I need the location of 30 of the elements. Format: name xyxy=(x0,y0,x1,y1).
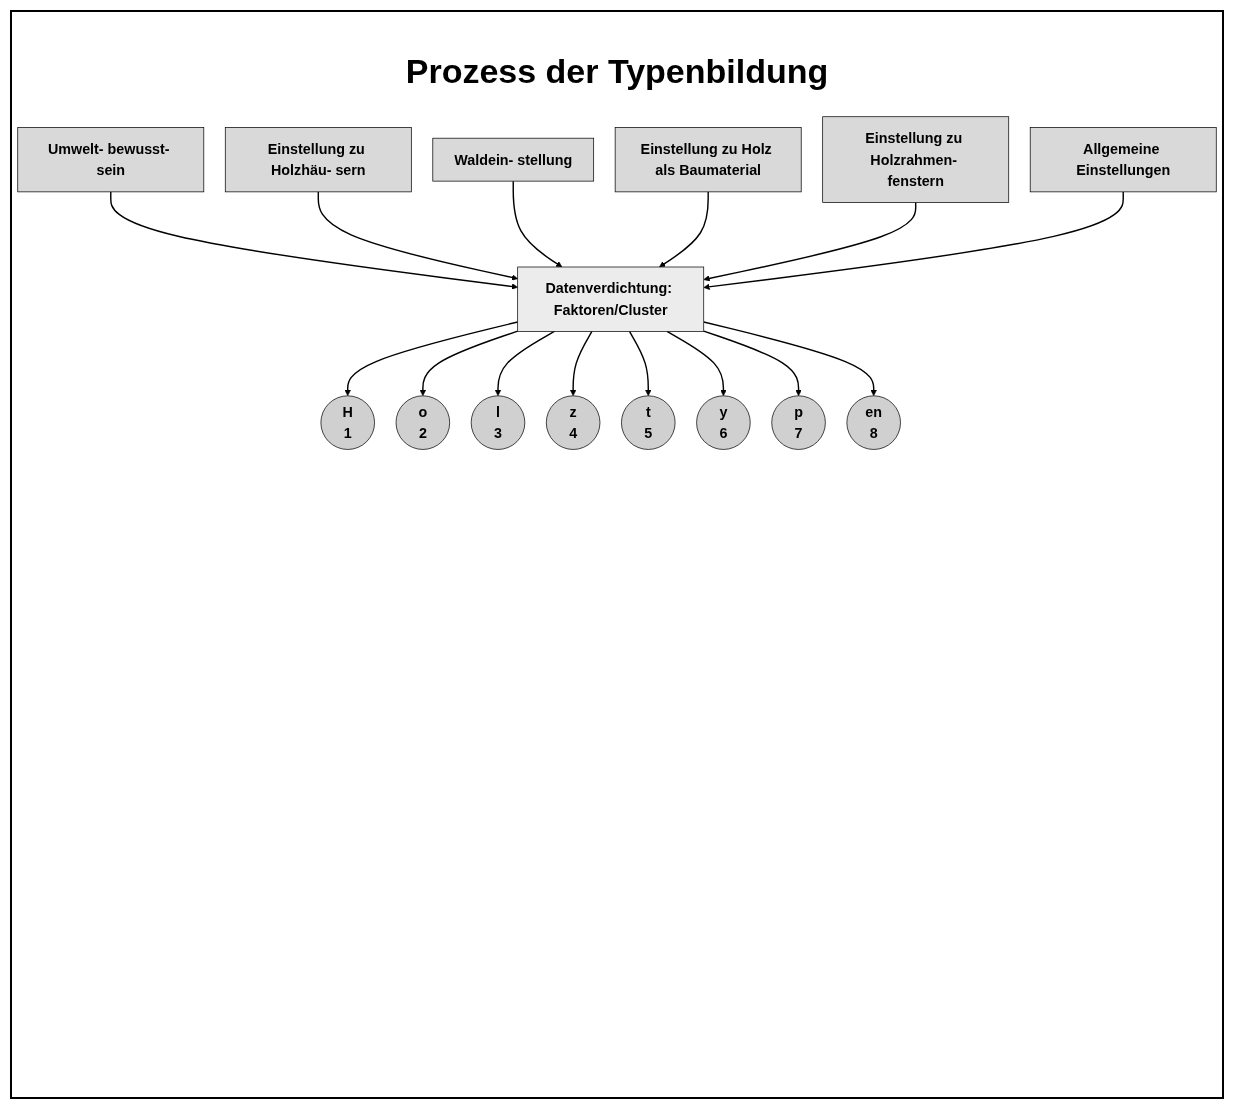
arrow xyxy=(703,201,917,282)
arrow xyxy=(512,180,563,268)
diagram-title: Prozess der Typenbildung xyxy=(405,52,829,91)
node-box: Datenverdichtung: Faktoren/Cluster xyxy=(517,266,705,332)
arrow xyxy=(659,191,709,268)
arrow xyxy=(666,330,727,397)
arrow xyxy=(628,330,652,397)
arrow xyxy=(703,330,802,397)
node-circle: o 2 xyxy=(395,395,451,450)
arrow xyxy=(419,330,519,397)
node-box: Einstellung zu Holz als Baumaterial xyxy=(614,127,802,193)
arrow xyxy=(703,191,1124,290)
node-circle: H 1 xyxy=(320,395,375,450)
node-box: Einstellung zu Holzhäu- sern xyxy=(224,127,412,193)
node-box: Waldein- stellung xyxy=(432,137,595,182)
node-circle: p 7 xyxy=(771,395,826,450)
arrow xyxy=(110,191,518,290)
node-box: Einstellung zu Holzrahmen- fenstern xyxy=(822,116,1010,203)
node-circle: l 3 xyxy=(470,395,526,450)
arrow xyxy=(703,321,877,397)
arrow xyxy=(317,191,518,281)
node-box: Umwelt- bewusst- sein xyxy=(17,127,205,193)
arrow xyxy=(344,321,519,397)
arrow xyxy=(570,330,593,397)
arrow xyxy=(494,330,556,397)
node-circle: en 8 xyxy=(846,395,901,450)
node-box: Allgemeine Einstellungen xyxy=(1029,127,1217,193)
node-circle: t 5 xyxy=(621,395,676,450)
node-circle: y 6 xyxy=(696,395,751,450)
node-circle: z 4 xyxy=(545,395,601,450)
